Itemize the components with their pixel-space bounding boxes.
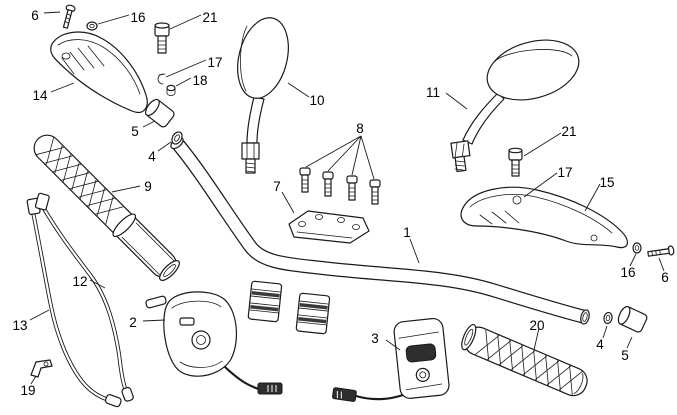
part-clamp-bracket [288,210,370,244]
label-bar-end-right: 5 [621,348,629,363]
part-left-mirror [237,17,289,174]
label-left-switch: 2 [129,315,137,330]
part-left-grip [33,134,180,281]
label-cable-upper: 12 [72,274,87,289]
label-ring-right: 4 [596,337,604,352]
part-right-grip [461,323,588,397]
label-spacer: 18 [192,73,207,88]
part-right-switch-assembly [332,317,450,402]
label-screw-right: 6 [661,270,669,285]
part-ring-right [603,311,613,325]
part-bar-end-right [617,305,648,333]
label-bar-end-left: 5 [131,124,139,139]
leader-lines [29,11,665,385]
part-bar-end-left [144,98,175,128]
part-clamp-screws [299,167,381,205]
part-left-handguard [50,31,148,113]
part-clip-left [157,73,166,85]
label-washer-left: 16 [130,10,145,25]
part-control-cable-lower [26,197,122,408]
part-control-cable-upper [34,192,134,402]
part-bolt-right [508,147,523,177]
label-bolt-left: 21 [202,10,217,25]
label-left-handguard: 14 [32,88,48,103]
label-left-mirror: 10 [309,93,324,108]
part-cable-bracket [30,359,53,378]
label-cable-lower: 13 [12,318,27,333]
part-washer-right [632,242,642,254]
part-clamp-pads [247,280,331,335]
label-clamp-screws: 8 [356,121,364,136]
label-right-mirror: 11 [426,85,440,100]
part-screw-right [647,245,675,257]
part-right-mirror [450,39,580,173]
label-bolt-right: 21 [561,124,576,139]
part-left-switch-assembly [145,291,283,395]
label-clip-right: 17 [557,165,572,180]
label-right-grip: 20 [529,318,544,333]
label-left-grip: 9 [144,179,152,194]
part-spacer [166,84,176,96]
part-screw-left [62,4,76,29]
label-ring-left: 4 [148,149,156,164]
label-screw-left: 6 [31,8,39,23]
label-clip-left: 17 [207,55,222,70]
label-right-switch: 3 [371,331,379,346]
callout-labels: 6 16 21 17 18 14 10 11 5 8 21 4 9 7 17 1… [12,8,668,398]
label-handlebar: 1 [403,225,411,240]
part-bolt-left [154,22,170,54]
label-washer-right: 16 [620,265,635,280]
label-right-handguard: 15 [599,175,614,190]
label-cable-bracket: 19 [20,383,35,398]
part-ring-left [171,131,183,145]
label-clamp-bracket: 7 [273,179,281,194]
part-washer-left [86,21,98,31]
part-right-handguard [460,186,628,249]
